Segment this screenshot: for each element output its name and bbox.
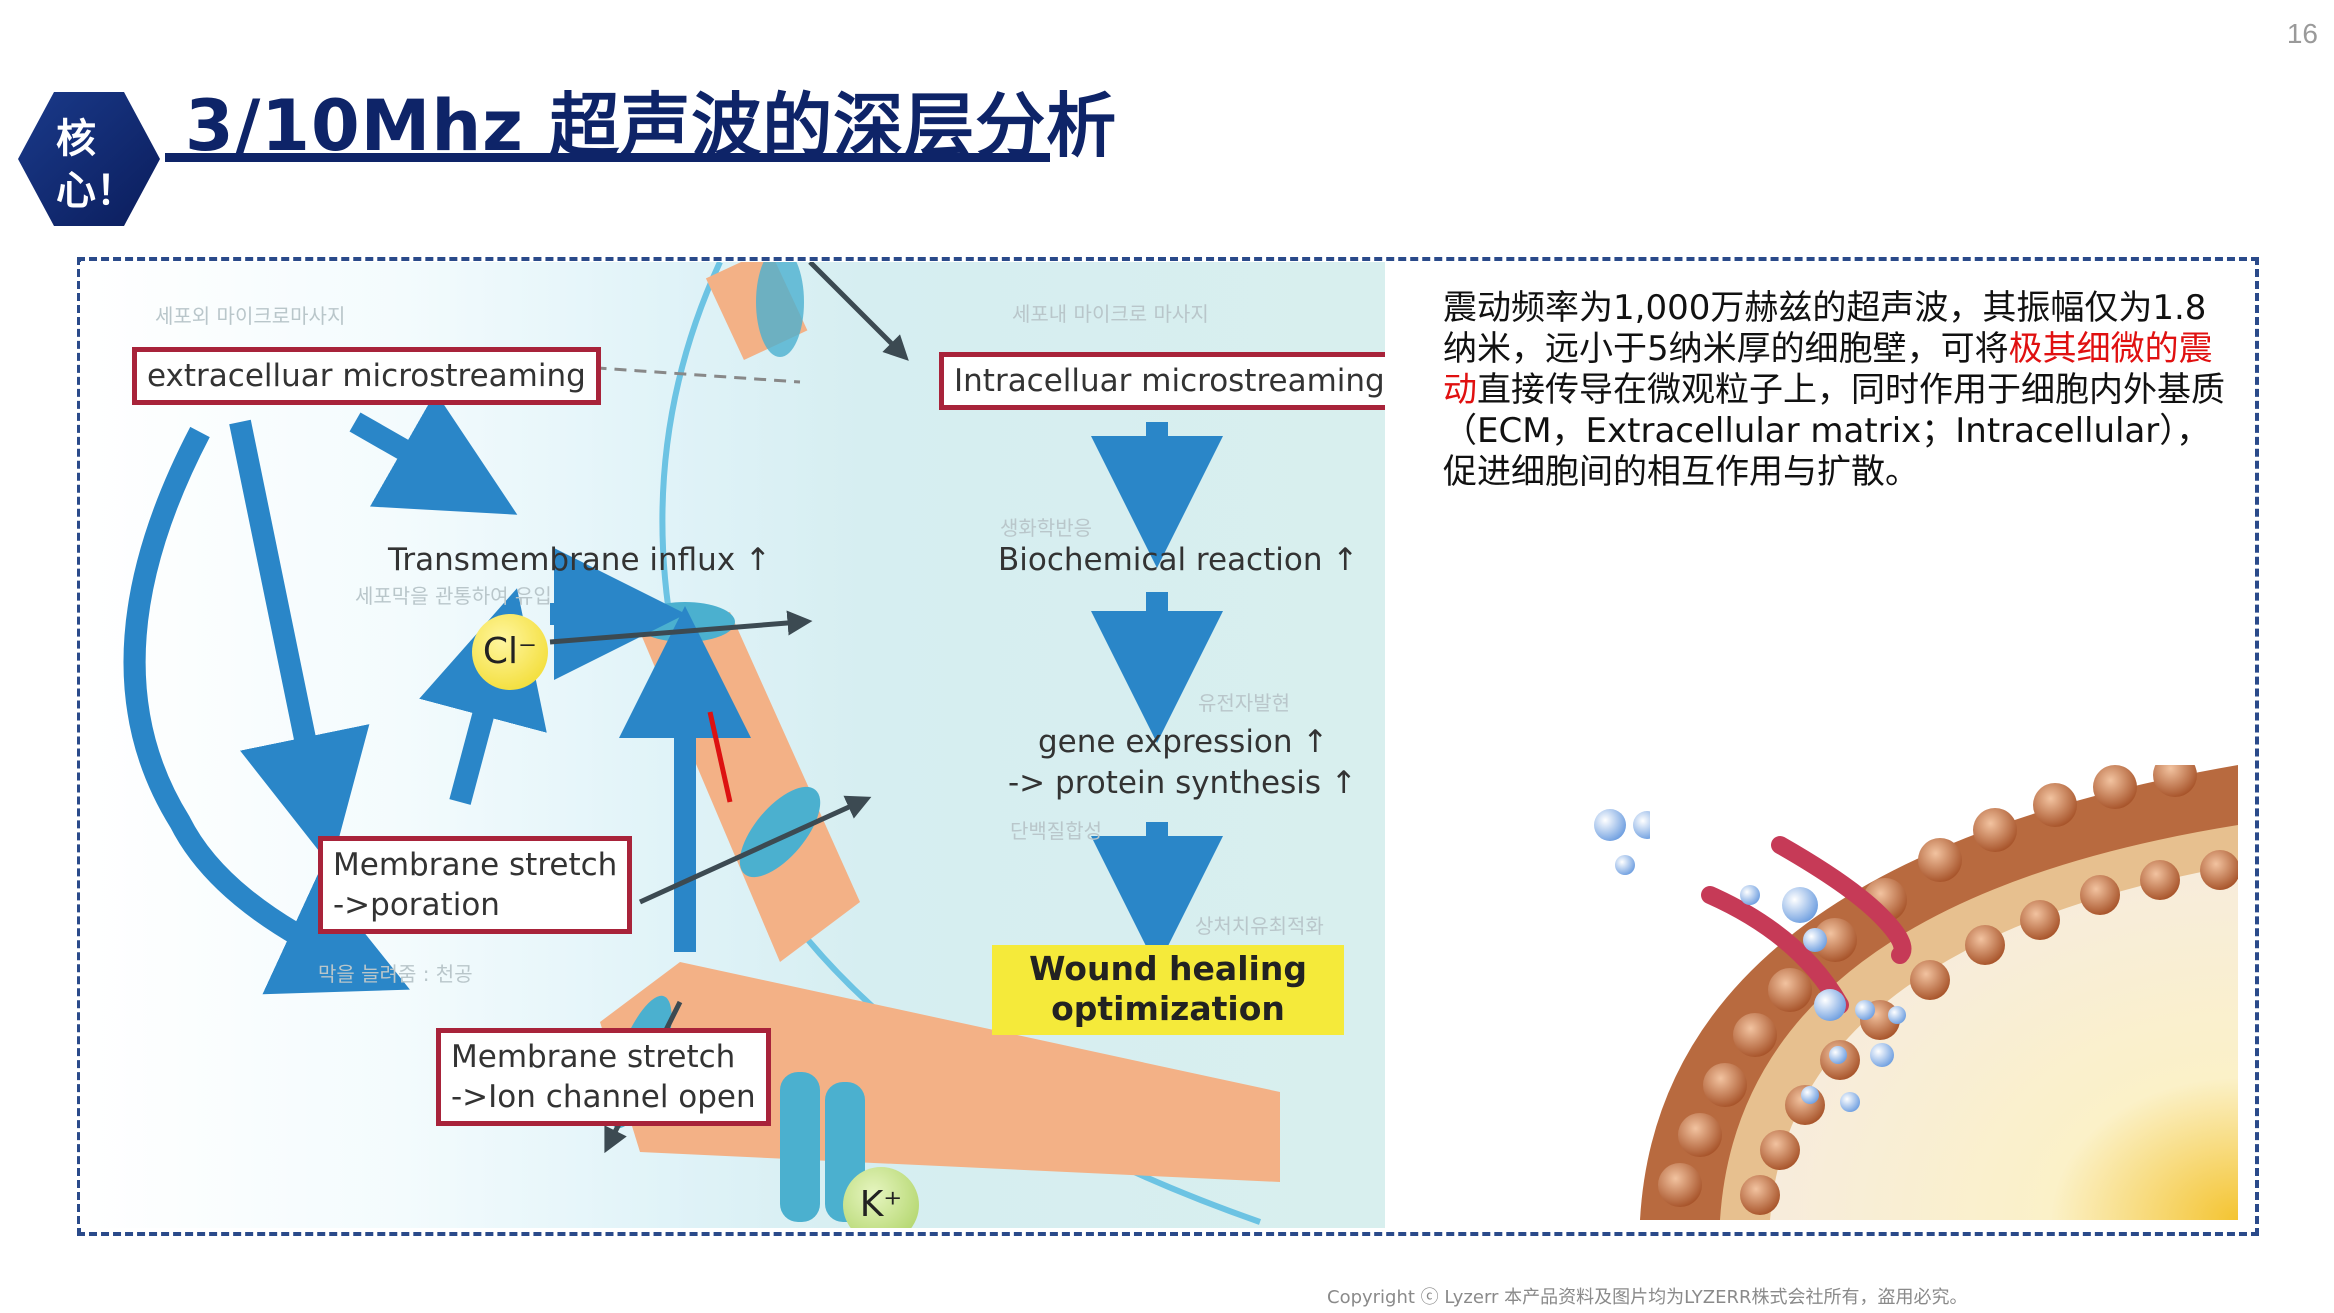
protein-synthesis-label: -> protein synthesis ↑ bbox=[1008, 765, 1357, 801]
membrane-top bbox=[705, 262, 808, 360]
biochemical-label: Biochemical reaction ↑ bbox=[998, 542, 1359, 578]
cell-membrane-illustration bbox=[1594, 753, 2240, 1220]
core-badge: 核 心！ bbox=[18, 92, 160, 226]
description-highlight: 极其细微的震动 bbox=[1443, 329, 2213, 410]
badge-line1: 核 bbox=[56, 116, 96, 162]
label-protein-kr: 단백질합성 bbox=[1010, 819, 1102, 843]
microstreaming-diagram: 세포외 마이크로마사지 세포내 마이크로 마사지 생화학반응 세포막을 관통하여… bbox=[80, 262, 1385, 1228]
copyright-footer: Copyright ⓒ Lyzerr 本产品资料及图片均为LYZERR株式会社所… bbox=[1327, 1287, 1968, 1308]
hexagon-icon bbox=[18, 92, 160, 226]
poration-box: Membrane stretch ->poration bbox=[318, 836, 633, 934]
label-extra-kr: 세포외 마이크로마사지 bbox=[155, 304, 346, 328]
label-influx-kr: 세포막을 관통하여 유입 bbox=[355, 584, 552, 608]
diagram-graphics bbox=[123, 262, 1280, 1225]
description-part1: 震动频率为1,000万赫兹的超声波，其振幅仅为1.8纳米，远小于5纳米厚的细胞壁… bbox=[1443, 288, 2207, 369]
title-underline bbox=[165, 153, 1050, 162]
label-stretch-kr: 막을 늘려줌 : 천공 bbox=[318, 962, 473, 986]
extracellular-box: extracelluar microstreaming bbox=[132, 347, 601, 405]
poration-line1: Membrane stretch bbox=[333, 847, 618, 883]
poration-line2: ->poration bbox=[333, 887, 500, 923]
label-gene-kr: 유전자발현 bbox=[1198, 691, 1290, 715]
label-biochem-kr: 생화학반응 bbox=[1000, 516, 1092, 540]
transmembrane-label: Transmembrane influx ↑ bbox=[388, 542, 771, 578]
bubbles-icon bbox=[1594, 809, 1650, 875]
flow-arrows bbox=[123, 391, 1223, 995]
membrane-middle bbox=[635, 602, 860, 962]
gene-expression-label: gene expression ↑ bbox=[1038, 724, 1329, 760]
ion-line1: Membrane stretch bbox=[451, 1039, 736, 1075]
wound-line2: optimization bbox=[1051, 989, 1285, 1028]
ion-channel-box: Membrane stretch ->Ion channel open bbox=[436, 1028, 771, 1126]
content-frame bbox=[77, 257, 2259, 1236]
page-number: 16 bbox=[2286, 18, 2318, 49]
potassium-ion: K⁺ bbox=[843, 1167, 919, 1228]
description-part2: 直接传导在微观粒子上，同时作用于细胞内外基质（ECM，Extracellular… bbox=[1443, 370, 2225, 492]
chloride-ion: Cl⁻ bbox=[472, 614, 548, 690]
description-text: 震动频率为1,000万赫兹的超声波，其振幅仅为1.8纳米，远小于5纳米厚的细胞壁… bbox=[1443, 288, 2233, 493]
label-wound-kr: 상처치유최적화 bbox=[1195, 914, 1324, 938]
ion-line2: ->Ion channel open bbox=[451, 1079, 756, 1115]
badge-line2: 心！ bbox=[56, 168, 136, 214]
wound-line1: Wound healing bbox=[1029, 949, 1307, 988]
label-intra-kr: 세포내 마이크로 마사지 bbox=[1012, 302, 1209, 326]
intracellular-box: Intracelluar microstreaming bbox=[939, 352, 1385, 410]
wound-healing-box: Wound healing optimization bbox=[992, 945, 1344, 1035]
